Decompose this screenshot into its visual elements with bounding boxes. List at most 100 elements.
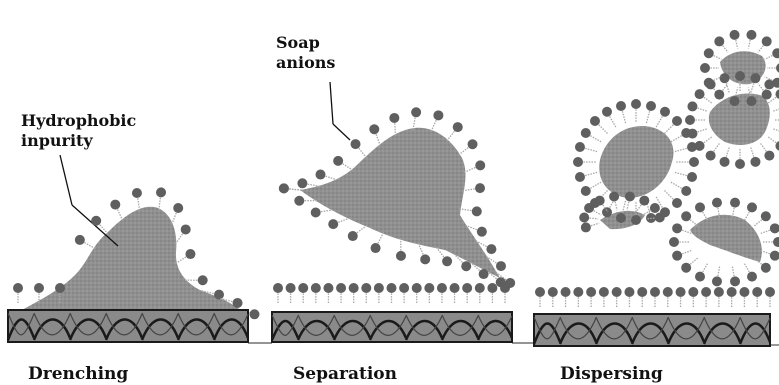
anion-head [663, 287, 673, 297]
anion-head [349, 283, 359, 293]
anion-head [681, 263, 691, 273]
anion-head [687, 129, 697, 139]
impurity-label-line2: inpurity [21, 131, 136, 151]
anion-head [450, 283, 460, 293]
anion-head [581, 222, 591, 232]
anion-head [631, 215, 641, 225]
anion-head [13, 283, 23, 293]
anion-head [590, 116, 600, 126]
anion-head [730, 30, 740, 40]
anions-pointer-line [330, 82, 333, 124]
impurity-blob-dispersed-1 [599, 126, 673, 198]
anion-head [442, 256, 452, 266]
anion-head [762, 36, 772, 46]
anion-head [761, 211, 771, 221]
anion-head [688, 287, 698, 297]
anion-head [561, 287, 571, 297]
fabric-strip [534, 314, 770, 346]
anion-head [91, 216, 101, 226]
anion-head [286, 283, 296, 293]
anion-head [411, 107, 421, 117]
anion-head [637, 287, 647, 297]
anion-head [475, 160, 485, 170]
anion-head [624, 287, 634, 297]
anion-head [625, 192, 635, 202]
anion-head [581, 186, 591, 196]
anion-head [720, 157, 730, 167]
anion-head [323, 283, 333, 293]
anion-head [714, 90, 724, 100]
anion-head [730, 198, 740, 208]
anion-head [609, 192, 619, 202]
anion-head [75, 235, 85, 245]
anion-head [687, 101, 697, 111]
anion-head [584, 203, 594, 213]
anion-head [273, 283, 283, 293]
anion-head [695, 272, 705, 282]
anion-head [764, 151, 774, 161]
anion-head [761, 263, 771, 273]
anion-head [685, 115, 695, 125]
anion-head [639, 196, 649, 206]
anion-head [581, 128, 591, 138]
anion-head [714, 287, 724, 297]
anion-head [660, 107, 670, 117]
anion-head [361, 283, 371, 293]
anion-head [770, 223, 779, 233]
anion-head [616, 101, 626, 111]
anion-head [477, 227, 487, 237]
anion-head [297, 178, 307, 188]
anion-head [420, 254, 430, 264]
anion-head [676, 287, 686, 297]
anion-head [371, 243, 381, 253]
fabric-strip [272, 312, 512, 342]
anion-head [437, 283, 447, 293]
anion-head [689, 157, 699, 167]
anion-head [294, 196, 304, 206]
anion-head [573, 287, 583, 297]
anion-head [579, 212, 589, 222]
anion-head [612, 287, 622, 297]
anion-head [535, 287, 545, 297]
anion-head [496, 261, 506, 271]
anion-head [773, 237, 779, 247]
anion-head [311, 283, 321, 293]
anion-head [714, 36, 724, 46]
anion-head [453, 122, 463, 132]
anion-head [730, 276, 740, 286]
anion-head [249, 309, 259, 319]
anion-head [602, 107, 612, 117]
stage-label-drenching: Drenching [28, 364, 128, 384]
anion-head [173, 203, 183, 213]
anions-label-line1: Soap [276, 33, 335, 53]
anion-head [479, 269, 489, 279]
fabric-layer [8, 310, 770, 346]
anion-head [433, 110, 443, 120]
anion-head [730, 96, 740, 106]
anion-head [374, 283, 384, 293]
anion-head [772, 48, 779, 58]
anion-head [672, 251, 682, 261]
anion-head [750, 157, 760, 167]
anion-head [233, 298, 243, 308]
anion-head [672, 223, 682, 233]
anion-head [735, 71, 745, 81]
anion-head [328, 219, 338, 229]
impurity-blob-dispersed-4 [690, 215, 762, 262]
anion-head [573, 157, 583, 167]
stage-label-separation: Separation [293, 364, 397, 384]
anion-head [198, 275, 208, 285]
anion-head [669, 237, 679, 247]
hydrophobic-impurity-label: Hydrophobic inpurity [21, 111, 136, 151]
anion-head [586, 287, 596, 297]
anion-head [672, 198, 682, 208]
anion-head [602, 207, 612, 217]
anion-head [655, 212, 665, 222]
anion-head [500, 283, 510, 293]
anion-head [316, 170, 326, 180]
anion-head [650, 287, 660, 297]
anion-head [468, 139, 478, 149]
anion-head [369, 124, 379, 134]
